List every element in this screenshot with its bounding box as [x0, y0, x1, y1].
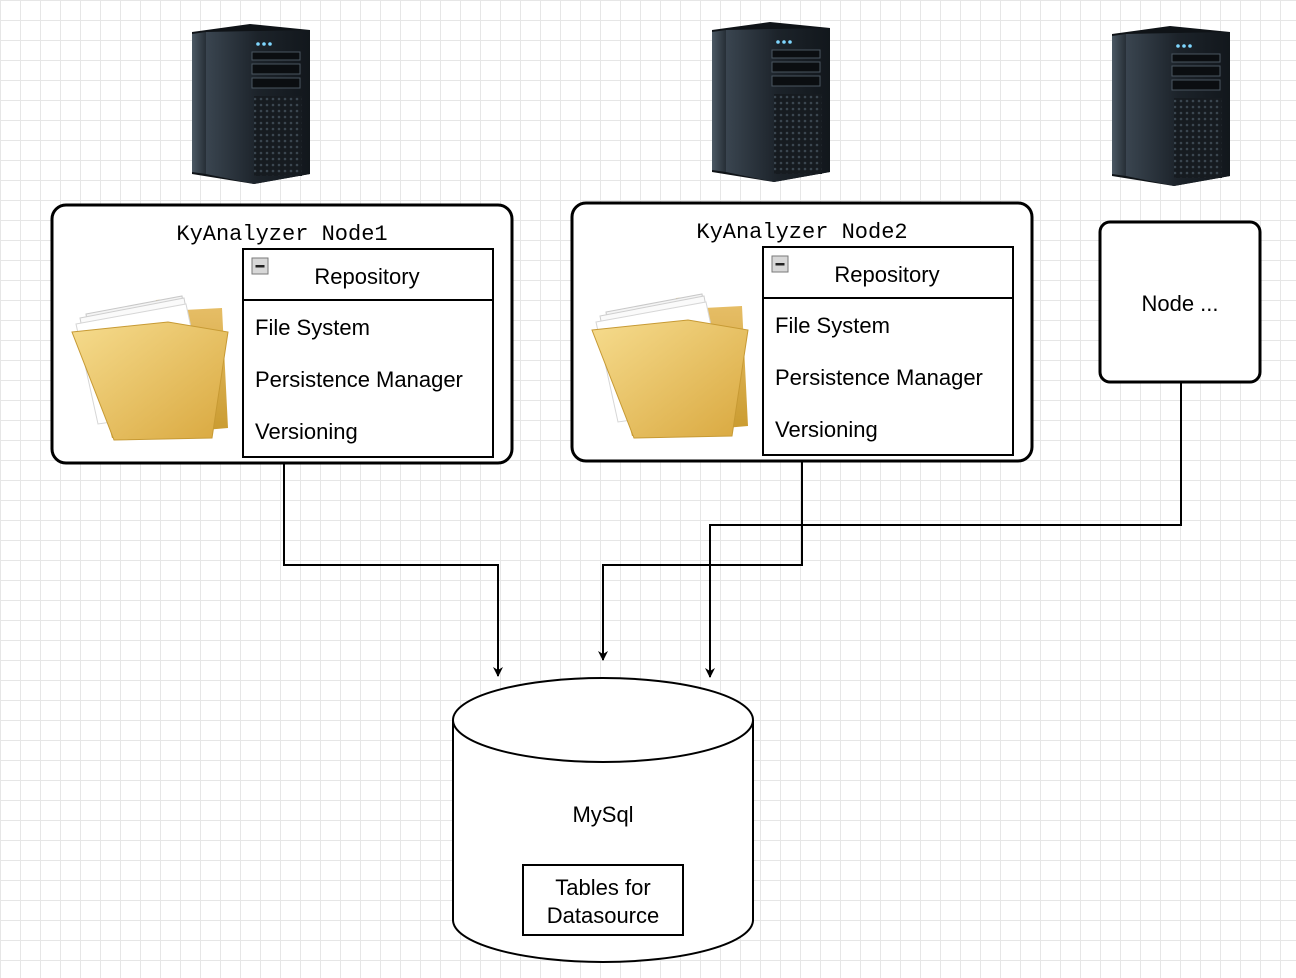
tables-box[interactable]: Tables for Datasource — [522, 864, 684, 936]
collapse-minus-icon[interactable] — [771, 255, 789, 273]
database-label: MySql — [572, 802, 633, 827]
node-1[interactable]: KyAnalyzer Node1 Repository File System … — [50, 203, 514, 465]
tables-label-line2: Datasource — [547, 903, 660, 928]
extra-node[interactable]: Node ... — [1098, 220, 1262, 384]
tables-label-line1: Tables for — [555, 875, 650, 900]
server-tower-icon — [711, 21, 831, 183]
repository-panel[interactable]: Repository File System Persistence Manag… — [762, 246, 1014, 456]
repository-item: File System — [775, 313, 890, 338]
extra-node-label: Node ... — [1141, 291, 1218, 316]
node-title: KyAnalyzer Node2 — [696, 220, 907, 245]
connector-node1-to-db — [283, 463, 503, 677]
repository-item: Persistence Manager — [775, 365, 983, 390]
connector-extra-node-to-db — [705, 382, 1182, 678]
node-2[interactable]: KyAnalyzer Node2 Repository File System … — [570, 201, 1034, 463]
repository-panel[interactable]: Repository File System Persistence Manag… — [242, 248, 494, 458]
server-tower-icon — [191, 23, 311, 185]
repository-header: Repository — [834, 262, 939, 287]
connector-node2-to-db — [598, 461, 803, 661]
repository-item: Persistence Manager — [255, 367, 463, 392]
mysql-database[interactable]: MySql Tables for Datasource — [452, 677, 754, 963]
repository-item: Versioning — [255, 419, 358, 444]
node-title: KyAnalyzer Node1 — [176, 222, 387, 247]
collapse-minus-icon[interactable] — [251, 257, 269, 275]
repository-header: Repository — [314, 264, 419, 289]
repository-item: Versioning — [775, 417, 878, 442]
repository-item: File System — [255, 315, 370, 340]
server-tower-icon — [1111, 25, 1231, 187]
